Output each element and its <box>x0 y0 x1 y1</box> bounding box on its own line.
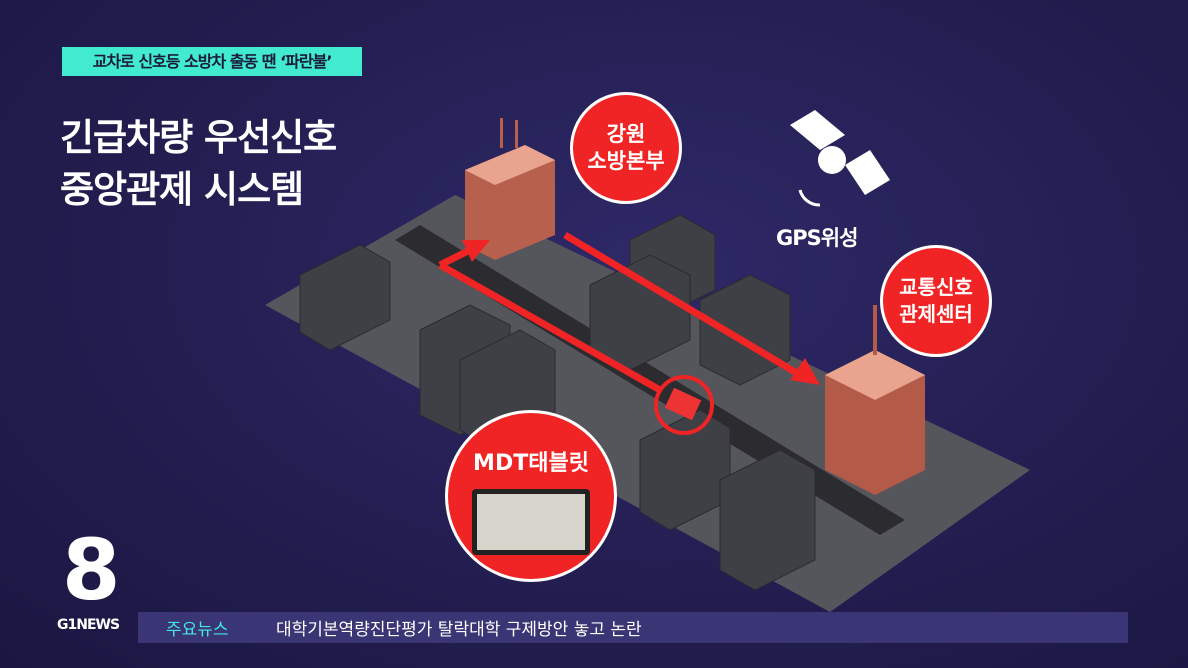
traffic-center-building <box>825 305 925 495</box>
fire-truck-highlight-ring <box>654 375 714 435</box>
news-ticker: 주요뉴스 대학기본역량진단평가 탈락대학 구제방안 놓고 논란 <box>138 612 1128 643</box>
ticker-text: 대학기본역량진단평가 탈락대학 구제방안 놓고 논란 <box>276 620 642 640</box>
title-line-1: 긴급차량 우선신호 <box>60 116 337 159</box>
brand-logo: G1NEWS <box>57 617 120 633</box>
gps-label: GPS위성 <box>776 226 858 250</box>
page-title: 긴급차량 우선신호 중앙관제 시스템 <box>60 112 337 216</box>
route-arrows <box>438 231 820 394</box>
ticker-label: 주요뉴스 <box>166 620 229 640</box>
traffic-center-line-1: 교통신호 <box>899 275 973 299</box>
fire-hq-line-1: 강원 <box>606 122 646 146</box>
fire-truck <box>664 387 702 421</box>
fire-station-building <box>465 118 555 260</box>
fire-hq-line-2: 소방본부 <box>587 149 665 173</box>
headline-tag: 교차로 신호등 소방차 출동 땐 ‘파란불’ <box>62 47 362 76</box>
tablet-icon <box>472 489 590 555</box>
mdt-label: MDT태블릿 <box>473 451 589 476</box>
channel-logo: 8 <box>62 521 121 619</box>
satellite-icon <box>790 110 890 207</box>
traffic-center-line-2: 관제센터 <box>899 302 973 326</box>
fire-hq-bubble: 강원 소방본부 <box>570 92 682 204</box>
traffic-center-bubble: 교통신호 관제센터 <box>880 245 992 357</box>
title-line-2: 중앙관제 시스템 <box>60 168 304 211</box>
mdt-bubble: MDT태블릿 <box>445 410 617 582</box>
